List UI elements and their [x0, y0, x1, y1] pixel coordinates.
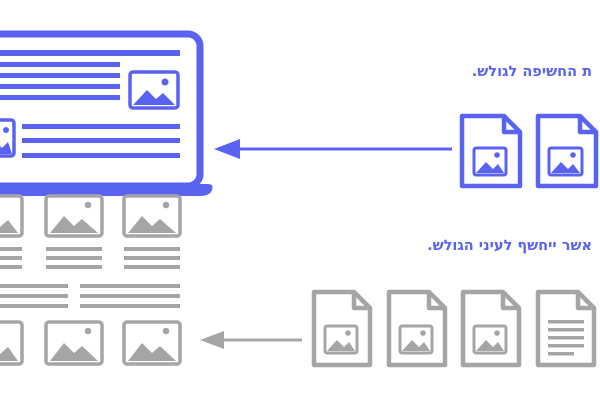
arrow-left-icon	[200, 331, 302, 349]
image-icon	[0, 194, 24, 238]
image-icon	[122, 194, 182, 238]
caption-top: ת החשיפה לגולש.	[471, 64, 592, 80]
image-icon	[122, 320, 182, 366]
image-file-icon	[459, 113, 523, 189]
laptop-screen-content	[0, 50, 180, 158]
image-icon	[0, 320, 24, 366]
text-lines	[0, 247, 180, 308]
image-icon	[44, 320, 104, 366]
laptop-icon	[0, 30, 213, 196]
image-file-icon	[311, 289, 373, 368]
caption-bottom: אשר ייחשף לעיני הגולש.	[427, 238, 592, 254]
laptop-image-icon-partial	[0, 118, 16, 158]
image-file-icon	[460, 289, 522, 368]
image-icon	[44, 194, 104, 238]
text-file-icon	[535, 289, 597, 368]
image-file-icon	[386, 289, 448, 368]
image-file-icon	[535, 113, 599, 189]
arrow-left-icon	[214, 139, 452, 159]
page-layout-grid	[0, 194, 182, 366]
laptop-image-icon	[128, 70, 180, 110]
